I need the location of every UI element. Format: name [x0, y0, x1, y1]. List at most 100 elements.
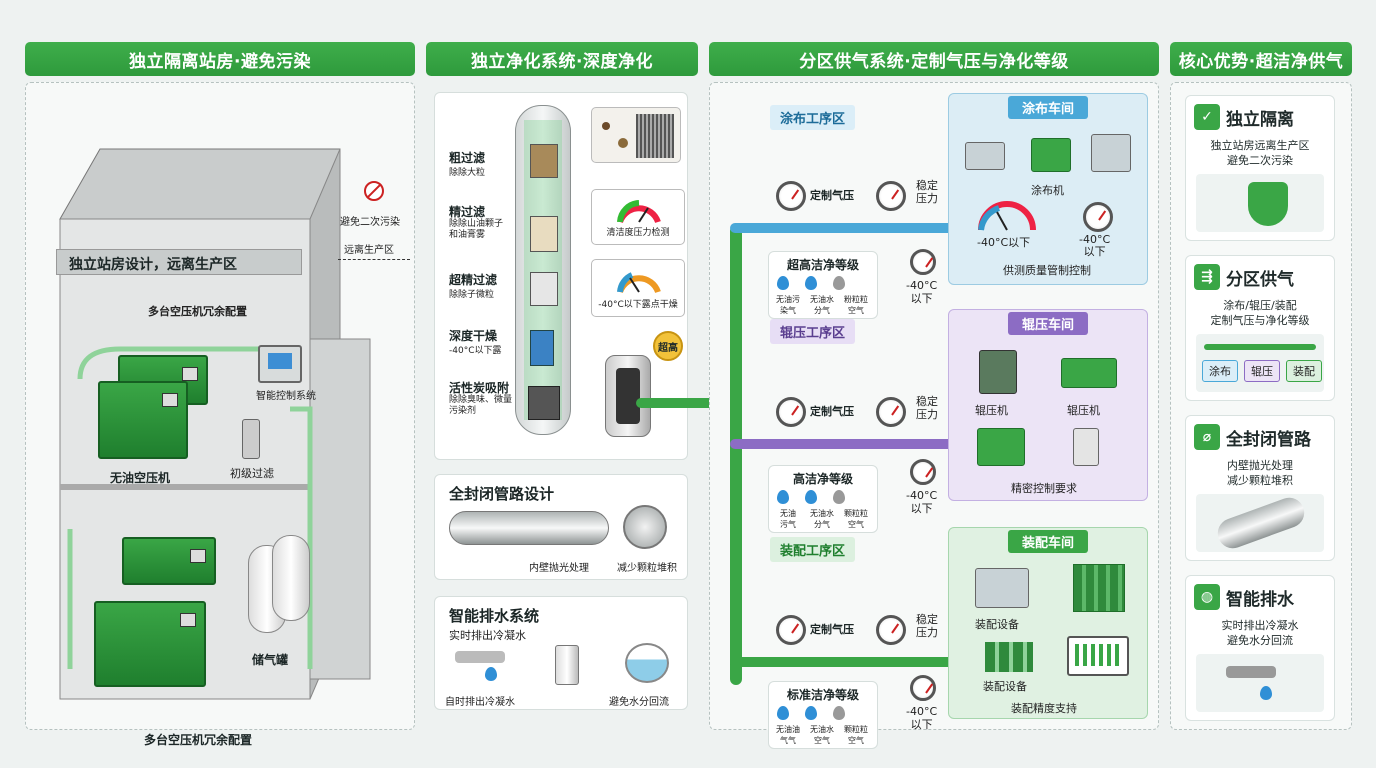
drain-title: 智能排水系统	[449, 607, 540, 625]
pipe-card: 全封闭管路设计 内壁抛光处理 减少颗粒堆积	[434, 474, 688, 580]
col-core-advantages: 核心优势·超洁净供气 ✓独立隔离 独立站房远离生产区 避免二次污染 ⇶分区供气 …	[1170, 42, 1352, 730]
battery-rack	[1073, 564, 1125, 612]
adv-zoned: ⇶分区供气 涂布/辊压/装配 定制气压与净化等级 涂布 辊压 装配	[1185, 255, 1335, 401]
smart-control-panel	[258, 345, 302, 383]
stage-5-title: 活性炭吸附	[449, 381, 510, 395]
stage-1-sub: 除除大粒	[449, 168, 486, 178]
zone-2-tag: 辊压工序区	[770, 319, 856, 344]
quality-badge: 超高	[653, 331, 683, 361]
col3-body: 涂布工序区 定制气压 稳定 压力 超高洁净等级 无油污 染气 无油水 分气 粉粒…	[709, 82, 1159, 749]
final-filter	[605, 355, 651, 437]
col3-header: 分区供气系统·定制气压与净化等级	[709, 42, 1159, 76]
stage-1-title: 粗过滤	[449, 151, 486, 165]
monitor-2: -40°C以下露点干燥	[591, 259, 685, 317]
stage-4-title: 深度干燥	[449, 329, 498, 343]
coating-machine-c	[1091, 134, 1131, 172]
col1-header: 独立隔离站房·避免污染	[25, 42, 415, 76]
adv-isolation-sub: 独立站房远离生产区 避免二次污染	[1210, 139, 1310, 167]
adv-isolation-image	[1196, 174, 1324, 232]
smart-control-label: 智能控制系统	[256, 391, 316, 402]
no-pollution-icon	[364, 181, 384, 201]
away-label: 远离生产区	[344, 245, 394, 256]
drain-left-label: 自时排出冷凝水	[445, 697, 515, 708]
adv-smart-drain-sub: 实时排出冷凝水 避免水分回流	[1221, 619, 1299, 647]
avoid-label: 避免二次污染	[340, 217, 400, 228]
compressor-machine-2	[98, 381, 188, 459]
purification-tower	[515, 105, 571, 435]
zone-3-tag: 装配工序区	[770, 537, 856, 562]
ws-coating-temp-left: -40°C以下	[977, 236, 1031, 249]
zone-1-grade-card: 超高洁净等级 无油污 染气 无油水 分气 粉粒粒 空气	[768, 251, 878, 319]
prefilter-unit	[242, 419, 260, 459]
pipe-icon: ⌀	[1194, 424, 1220, 450]
drain-card: 智能排水系统 实时排出冷凝水 自时排出冷凝水 避免水分回流	[434, 596, 688, 710]
zone-1-temp: -40°C 以下	[906, 279, 938, 305]
precision-machine	[977, 428, 1025, 466]
ws-coating-machine: 涂布机	[1031, 184, 1064, 197]
banner: 独立站房设计，远离生产区	[56, 249, 302, 275]
ws-rolling-machine-right: 辊压机	[1067, 404, 1100, 417]
ws-assembly-equip1: 装配设备	[975, 618, 1019, 631]
drop-icon	[777, 706, 789, 720]
zone-3-grade-card: 标准洁净等级 无油油 气气 无油水 空气 颗粒粒 空气	[768, 681, 878, 749]
drop-icon	[805, 706, 817, 720]
ws-rolling-footer: 精密控制要求	[1011, 482, 1077, 495]
adv-smart-drain-image	[1196, 654, 1324, 712]
pipe-image	[449, 511, 609, 545]
col4-body: ✓独立隔离 独立站房远离生产区 避免二次污染 ⇶分区供气 涂布/辊压/装配 定制…	[1170, 82, 1352, 730]
split-arrow-icon: ⇶	[1194, 264, 1220, 290]
stage-2-title: 精过滤	[449, 205, 486, 219]
col2-header: 独立净化系统·深度净化	[426, 42, 698, 76]
zone-2-custom: 定制气压	[810, 405, 854, 418]
zone-2-gauge-2	[876, 397, 906, 427]
col-purification: 独立净化系统·深度净化 粗过滤 除除大粒 精过滤 除除山油颗子 和油膏雾 超精过…	[426, 42, 698, 730]
assembly-monitor	[1067, 636, 1129, 676]
assembly-machine	[975, 568, 1029, 608]
col1-body: 独立站房设计，远离生产区 多台空压机冗余配置 智能控制系统 无油空压机 初级过滤…	[25, 82, 415, 747]
precision-filter	[1073, 428, 1099, 466]
redundant-bottom-label: 多台空压机冗余配置	[144, 733, 253, 747]
distance-arrow	[338, 259, 410, 260]
zone-1-custom: 定制气压	[810, 189, 854, 202]
ws-coating-temp-right: -40°C 以下	[1079, 233, 1111, 258]
particle-icon	[833, 706, 845, 720]
drop-icon	[805, 276, 817, 290]
stage-2-sub: 除除山油颗子 和油膏雾	[449, 219, 504, 240]
stage-4-sub: -40°C以下露	[449, 346, 502, 356]
ws-assembly-footer: 装配精度支持	[1011, 702, 1077, 715]
drain-faucet-icon	[455, 651, 505, 663]
zone-1-temp-gauge	[910, 249, 936, 275]
stage-3-title: 超精过滤	[449, 273, 498, 287]
zone-3-gauge-2	[876, 615, 906, 645]
coating-machine-b	[1031, 138, 1071, 172]
zone-1-gauge-1	[776, 181, 806, 211]
drain-right-label: 避免水分回流	[609, 697, 669, 708]
zone-3-stable: 稳定 压力	[916, 613, 938, 639]
drain-sub: 实时排出冷凝水	[449, 629, 526, 642]
stage-3-sub: 除除子微粒	[449, 290, 495, 300]
rolling-machine-right	[1061, 358, 1117, 388]
main-supply-pipe	[636, 398, 736, 408]
ws-coating-footer: 供测质量管制控制	[1003, 264, 1091, 277]
battery-cells	[985, 642, 1033, 672]
compressor-machine-4	[94, 601, 206, 687]
prefilter-label: 初级过滤	[230, 467, 274, 480]
water-drop-icon: ◍	[1194, 584, 1220, 610]
water-level-icon	[625, 643, 669, 683]
zone-3-gauge-1	[776, 615, 806, 645]
drop-icon	[777, 490, 789, 504]
adv-smart-drain: ◍智能排水 实时排出冷凝水 避免水分回流	[1185, 575, 1335, 721]
pipe-right-label: 减少颗粒堆积	[617, 563, 677, 574]
zone-2-gauge-1	[776, 397, 806, 427]
adv-sealed-pipe-image	[1196, 493, 1324, 553]
ws-coating-dew-gauge	[1083, 202, 1113, 232]
col4-header: 核心优势·超洁净供气	[1170, 42, 1352, 76]
pipe-title: 全封闭管路设计	[449, 485, 555, 503]
drop-icon	[777, 276, 789, 290]
ws-rolling-machine-left: 辊压机	[975, 404, 1008, 417]
zone-3-temp: -40°C 以下	[906, 705, 938, 731]
pipe-section	[623, 505, 667, 549]
zone-1-pipe	[730, 223, 955, 233]
zone-3-pipe	[730, 657, 955, 667]
ws-assembly: 装配车间 装配设备 装配设备 装配精度支持	[948, 527, 1148, 719]
